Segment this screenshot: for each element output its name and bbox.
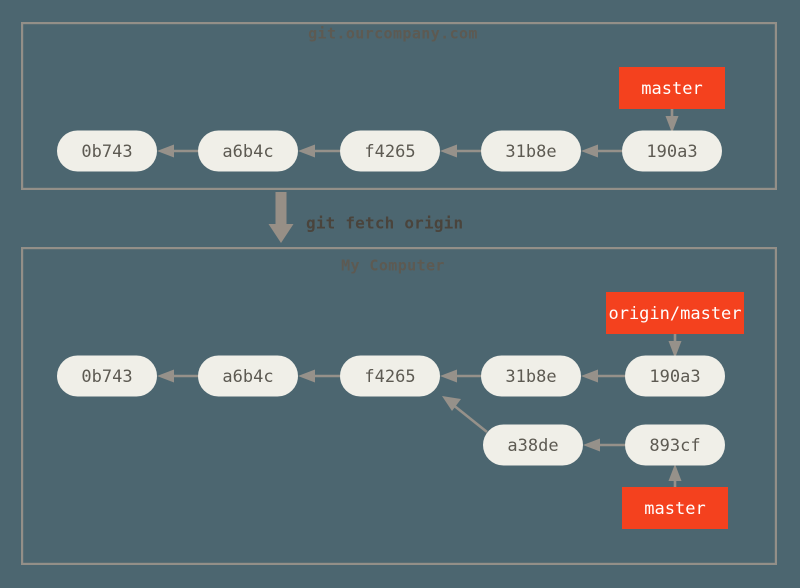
commit-node-190a3-local-shape[interactable] xyxy=(625,355,725,397)
commit-node-31b8e-remote-shape[interactable] xyxy=(481,130,581,172)
commit-node-f4265-remote[interactable]: f4265 xyxy=(340,130,440,172)
edge-local-f4265-to-a6b4c xyxy=(298,369,340,383)
edge-190a3-to-31b8e xyxy=(581,144,622,158)
edge-master-to-893cf xyxy=(668,464,682,487)
commit-node-31b8e-remote[interactable]: 31b8e xyxy=(481,130,581,172)
commit-node-190a3-remote-shape[interactable] xyxy=(622,130,722,172)
commit-node-a6b4c-remote[interactable]: a6b4c xyxy=(198,130,298,172)
branch-origin-master-box[interactable] xyxy=(606,292,744,334)
git-fetch-caption: git fetch origin xyxy=(306,214,463,233)
commit-node-0b743-local-shape[interactable] xyxy=(57,355,157,397)
commit-node-893cf-local[interactable]: 893cf xyxy=(625,424,725,466)
branch-master-local-box[interactable] xyxy=(622,487,728,529)
edge-local-893cf-to-a38de xyxy=(583,438,625,452)
branch-master-local-label: master xyxy=(644,499,705,519)
commit-node-190a3-local-label: 190a3 xyxy=(649,367,700,387)
commit-node-a6b4c-local-shape[interactable] xyxy=(198,355,298,397)
commit-node-31b8e-local-label: 31b8e xyxy=(505,367,556,387)
commit-node-0b743-remote[interactable]: 0b743 xyxy=(57,130,157,172)
panel-remote: git.ourcompany.com xyxy=(21,22,777,191)
git-fetch-flow: git fetch origin xyxy=(268,192,463,243)
commit-node-0b743-remote-label: 0b743 xyxy=(81,142,132,162)
commit-node-893cf-local-label: 893cf xyxy=(649,436,700,456)
commit-node-31b8e-remote-label: 31b8e xyxy=(505,142,556,162)
panel-remote-edges xyxy=(157,109,679,158)
commit-node-190a3-remote[interactable]: 190a3 xyxy=(622,130,722,172)
commit-node-a6b4c-local[interactable]: a6b4c xyxy=(198,355,298,397)
edge-master-to-190a3 xyxy=(665,109,679,133)
commit-node-190a3-remote-label: 190a3 xyxy=(646,142,697,162)
branch-master-remote-box[interactable] xyxy=(619,67,725,109)
edge-origin-master-to-190a3 xyxy=(668,334,682,358)
panel-local: My Computer xyxy=(21,247,777,565)
panel-local-title: My Computer xyxy=(341,257,445,275)
commit-node-f4265-remote-shape[interactable] xyxy=(340,130,440,172)
branch-master-local[interactable]: master xyxy=(622,487,728,529)
commit-node-a6b4c-remote-label: a6b4c xyxy=(222,142,273,162)
commit-node-a38de-local-label: a38de xyxy=(507,436,558,456)
edge-local-a38de-to-f4265 xyxy=(442,396,488,434)
commit-node-a38de-local[interactable]: a38de xyxy=(483,424,583,466)
commit-node-a6b4c-remote-shape[interactable] xyxy=(198,130,298,172)
commit-node-f4265-local-label: f4265 xyxy=(364,367,415,387)
edge-f4265-to-a6b4c xyxy=(298,144,340,158)
commit-node-f4265-local[interactable]: f4265 xyxy=(340,355,440,397)
commit-node-0b743-remote-shape[interactable] xyxy=(57,130,157,172)
commit-node-31b8e-local[interactable]: 31b8e xyxy=(481,355,581,397)
panel-remote-title: git.ourcompany.com xyxy=(308,25,478,43)
branch-master-remote[interactable]: master xyxy=(619,67,725,109)
edge-local-190a3-to-31b8e xyxy=(581,369,625,383)
commit-node-f4265-remote-label: f4265 xyxy=(364,142,415,162)
commit-node-a6b4c-local-label: a6b4c xyxy=(222,367,273,387)
panel-remote-frame xyxy=(21,22,777,191)
commit-node-0b743-local[interactable]: 0b743 xyxy=(57,355,157,397)
edge-local-a6b4c-to-0b743 xyxy=(157,369,198,383)
edge-a6b4c-to-0b743 xyxy=(157,144,198,158)
commit-node-31b8e-local-shape[interactable] xyxy=(481,355,581,397)
git-fetch-arrow-icon xyxy=(268,192,294,243)
commit-node-190a3-local[interactable]: 190a3 xyxy=(625,355,725,397)
edge-31b8e-to-f4265 xyxy=(440,144,481,158)
commit-node-893cf-local-shape[interactable] xyxy=(625,424,725,466)
commit-node-a38de-local-shape[interactable] xyxy=(483,424,583,466)
commit-node-0b743-local-label: 0b743 xyxy=(81,367,132,387)
panel-local-frame xyxy=(21,247,777,565)
branch-origin-master[interactable]: origin/master xyxy=(606,292,744,334)
commit-node-f4265-local-shape[interactable] xyxy=(340,355,440,397)
branch-origin-master-label: origin/master xyxy=(608,304,741,324)
edge-local-31b8e-to-f4265 xyxy=(440,369,481,383)
panel-local-edges xyxy=(157,334,682,487)
branch-master-remote-label: master xyxy=(641,79,702,99)
